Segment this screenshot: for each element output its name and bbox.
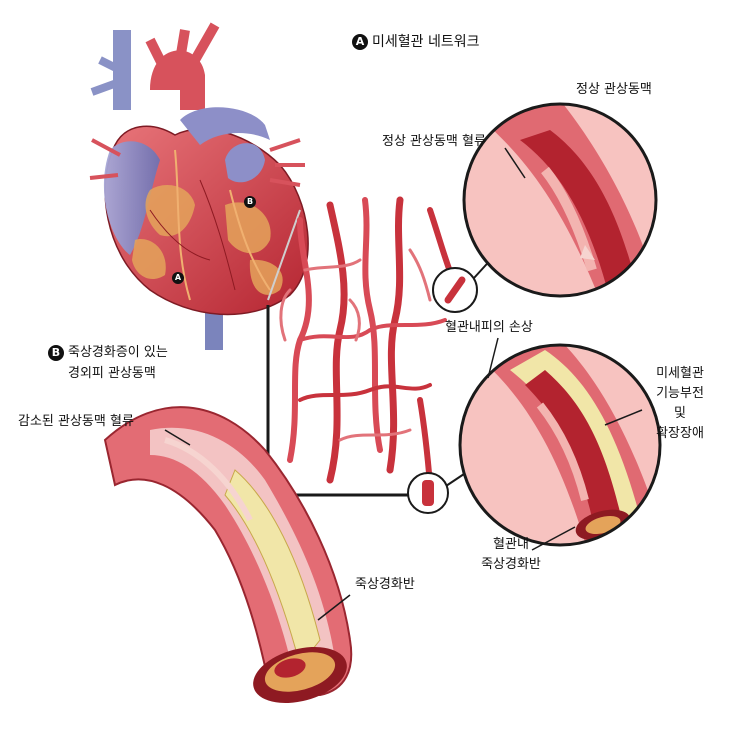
- label-normal-flow: 정상 관상동맥 혈류: [382, 134, 486, 149]
- label-endothelial-damage: 혈관내피의 손상: [445, 320, 533, 335]
- label-micro-dysfunction-2: 기능부전: [656, 386, 704, 401]
- label-plaque: 죽상경화반: [355, 577, 415, 592]
- label-intravascular-plaque-2: 죽상경화반: [481, 557, 541, 572]
- superior-vena-cava: [113, 30, 131, 110]
- label-normal-artery: 정상 관상동맥: [576, 82, 652, 97]
- network-title-text: 미세혈관 네트워크: [372, 34, 480, 50]
- epicardial-artery: [103, 406, 353, 704]
- label-micro-dysfunction-3: 및: [674, 406, 686, 421]
- heart-marker-a: A: [172, 272, 184, 284]
- label-micro-dysfunction-1: 미세혈관: [656, 366, 704, 381]
- badge-a: A: [352, 34, 368, 50]
- label-intravascular-plaque-1: 혈관내: [493, 537, 529, 552]
- normal-artery-detail: [462, 102, 658, 298]
- label-reduced-flow: 감소된 관상동맥 혈류: [18, 414, 134, 429]
- heart-illustration: [89, 22, 309, 350]
- section-b-label: B 죽상경화증이 있는: [48, 345, 168, 361]
- badge-b: B: [48, 345, 64, 361]
- dysfunction-detail: [458, 343, 662, 547]
- heart-marker-b: B: [244, 196, 256, 208]
- section-b-line2: 경외피 관상동맥: [68, 366, 156, 381]
- microvascular-network: [279, 196, 458, 488]
- section-b-line1: 죽상경화증이 있는: [68, 345, 168, 360]
- label-micro-dysfunction-4: 확장장애: [656, 426, 704, 441]
